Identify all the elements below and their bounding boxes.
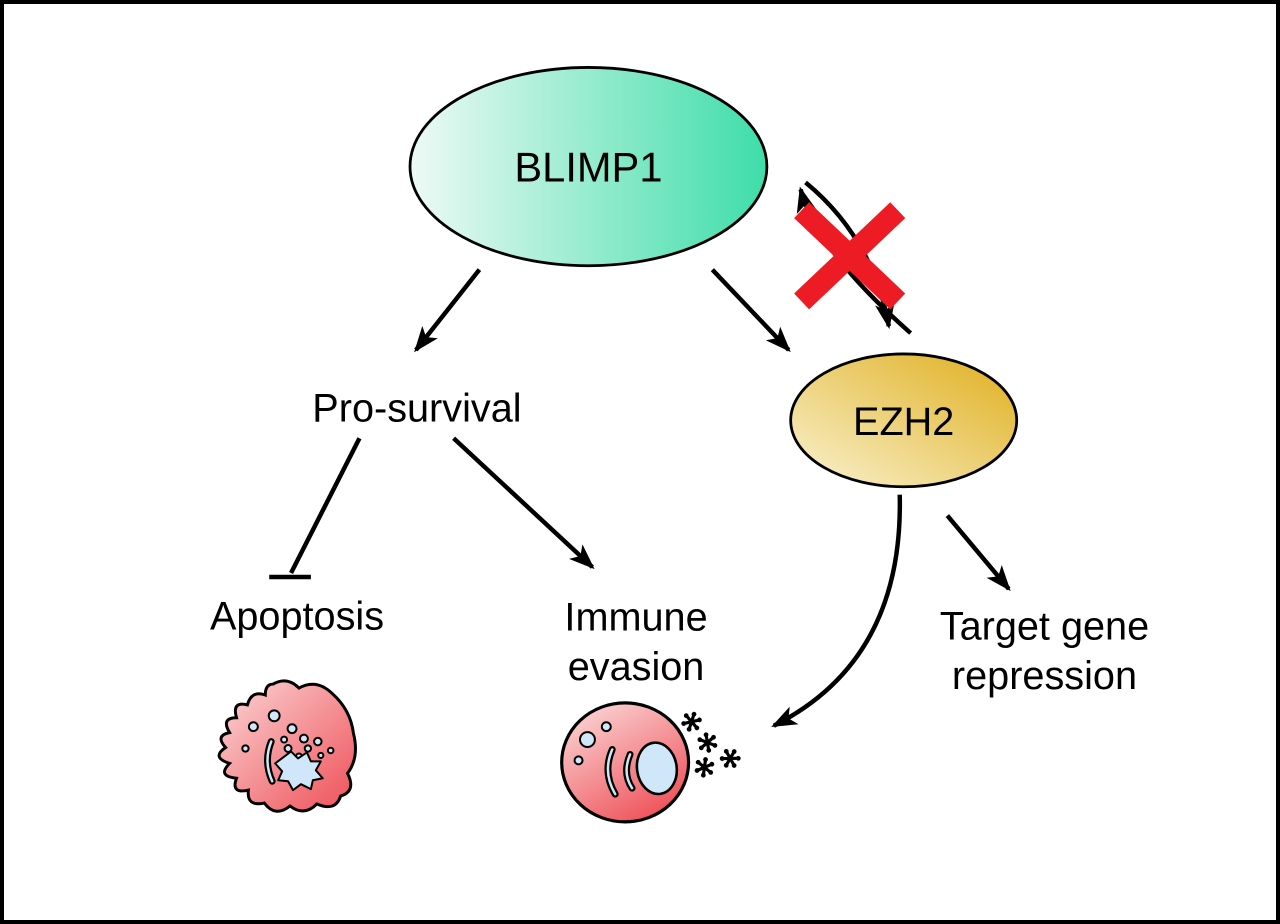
blocked-interaction-cross-icon	[794, 202, 906, 310]
ezh2-node	[789, 352, 1019, 489]
arrow-ezh2-to-immune-cell	[771, 494, 902, 728]
immune-cell-nucleus	[635, 741, 679, 796]
immune-cell-er-inner-1	[606, 748, 617, 796]
arrow-blimp1-to-pro-survival	[414, 268, 482, 353]
antigen-asterisk-icon	[715, 743, 746, 774]
apoptotic-cell-illustration	[217, 679, 357, 813]
antigen-asterisk-icon	[694, 729, 720, 756]
immune-evasion-label-line1: Immune	[564, 596, 707, 640]
target-gene-repression-label-line1: Target gene	[940, 604, 1149, 648]
arrow-pro-survival-to-immune-evasion	[452, 436, 595, 570]
antigen-asterisk-icon	[677, 707, 706, 737]
immune-cell-illustration	[560, 701, 746, 824]
pro-survival-label: Pro-survival	[312, 386, 521, 430]
arrow-ezh2-to-target-gene-repression	[945, 514, 1011, 592]
arrow-blimp1-to-ezh2	[710, 268, 791, 353]
apoptotic-cell-fragmented-nucleus	[274, 750, 324, 792]
antigen-asterisk-icon	[692, 754, 717, 781]
target-gene-repression-label-line2: repression	[952, 654, 1137, 698]
apoptosis-label: Apoptosis	[210, 595, 384, 639]
inhibition-line-pro-survival-to-apoptosis	[289, 437, 362, 575]
pathway-diagram-canvas: BLIMP1 EZH2 Pro-survival Apoptosis Immun…	[210, 66, 1149, 824]
ezh2-label: EZH2	[853, 400, 954, 444]
apoptotic-cell-organelle-inner	[266, 740, 274, 783]
blimp1-label: BLIMP1	[514, 143, 662, 190]
apoptotic-cell-vesicles	[241, 709, 335, 761]
immune-cell-er-inner-2	[625, 753, 634, 790]
immune-cell-vesicles	[573, 721, 612, 766]
blimp1-node	[408, 66, 769, 268]
immune-evasion-label-line2: evasion	[568, 645, 705, 689]
